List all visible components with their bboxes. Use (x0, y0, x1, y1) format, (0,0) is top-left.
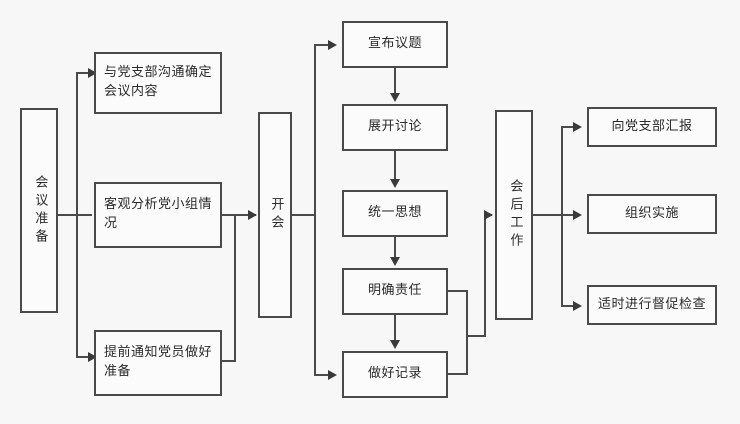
edge-announce-to-discuss (394, 68, 396, 95)
node-label: 统一思想 (367, 205, 422, 221)
node-label: 做好记录 (367, 366, 422, 382)
edge-responsibility-to-records (394, 315, 396, 342)
edge-prep-to-child-1 (76, 72, 90, 74)
node-clarify-responsibility[interactable]: 明确责任 (342, 268, 448, 315)
arrowhead-prep-to-meeting (248, 210, 257, 220)
edge-unify-to-responsibility (394, 237, 396, 259)
edge-records-up (466, 335, 468, 375)
node-label: 客观分析党小组情况 (104, 197, 213, 231)
node-communicate-with-branch[interactable]: 与党支部沟通确定会议内容 (94, 52, 222, 114)
node-label: 展开讨论 (367, 119, 422, 135)
arrowhead-meeting-to-child-1 (328, 40, 337, 50)
arrowhead-meeting-to-child-5 (328, 370, 337, 380)
node-notify-members-in-advance[interactable]: 提前通知党员做好准备 (94, 330, 222, 396)
edge-prep-to-child-2 (76, 214, 92, 216)
edge-after-trunk-vertical (561, 126, 563, 306)
node-organize-implementation[interactable]: 组织实施 (587, 194, 717, 234)
node-meeting-preparation[interactable]: 会议准备 (20, 108, 58, 313)
edge-merge-to-meeting (222, 214, 256, 216)
node-label: 会后工作 (507, 179, 523, 251)
node-label: 会议准备 (32, 174, 48, 247)
edge-records-out (448, 373, 468, 375)
arrowhead-prep-to-child-3 (88, 352, 97, 362)
arrowhead-responsibility-to-records (390, 340, 400, 349)
arrowhead-after-to-child-1 (573, 122, 582, 132)
edge-merge-to-after-horizontal (466, 335, 486, 337)
edge-after-to-child-3 (561, 305, 575, 307)
node-unify-thinking[interactable]: 统一思想 (342, 190, 448, 237)
node-label: 宣布议题 (367, 36, 422, 52)
node-label: 与党支部沟通确定会议内容 (104, 65, 213, 99)
node-report-to-branch[interactable]: 向党支部汇报 (587, 107, 717, 147)
node-label: 组织实施 (624, 205, 679, 221)
edge-meeting-trunk-vertical (314, 44, 316, 374)
edge-responsibility-out (448, 290, 468, 292)
node-label: 向党支部汇报 (611, 118, 693, 134)
arrowhead-discuss-to-unify (390, 179, 400, 188)
edge-meeting-trunk-horizontal (292, 214, 316, 216)
edge-responsibility-down (466, 290, 468, 336)
node-label: 开会 (268, 197, 284, 233)
node-announce-agenda[interactable]: 宣布议题 (342, 21, 448, 68)
node-label: 明确责任 (367, 283, 422, 299)
edge-after-trunk-horizontal (533, 214, 563, 216)
edge-prep-to-child-3 (76, 356, 90, 358)
edge-prep-trunk-horizontal (56, 214, 78, 216)
edge-after-to-child-1 (561, 126, 575, 128)
edge-prep-children-merge-vertical (234, 214, 236, 362)
node-keep-records[interactable]: 做好记录 (342, 351, 448, 398)
arrowhead-unify-to-responsibility (390, 257, 400, 266)
arrowhead-meeting-to-after (484, 210, 493, 220)
edge-discuss-to-unify (394, 151, 396, 181)
arrowhead-after-to-child-2 (573, 210, 582, 220)
node-timely-supervision-check[interactable]: 适时进行督促检查 (587, 285, 717, 325)
node-hold-meeting[interactable]: 开会 (258, 112, 292, 318)
node-start-discussion[interactable]: 展开讨论 (342, 104, 448, 151)
arrowhead-announce-to-discuss (390, 93, 400, 102)
node-after-meeting-work[interactable]: 会后工作 (495, 110, 533, 320)
node-label: 提前通知党员做好准备 (104, 345, 213, 379)
edge-merge-to-after-vertical (484, 214, 486, 337)
edge-meeting-to-child-1 (314, 44, 330, 46)
node-analyze-group-situation[interactable]: 客观分析党小组情况 (94, 182, 222, 248)
node-label: 适时进行督促检查 (597, 296, 706, 312)
edge-child-3-to-merge (222, 360, 236, 362)
arrowhead-prep-to-child-1 (88, 68, 97, 78)
edge-meeting-to-child-5 (314, 374, 330, 376)
edge-after-to-child-2 (561, 214, 575, 216)
arrowhead-after-to-child-3 (573, 301, 582, 311)
